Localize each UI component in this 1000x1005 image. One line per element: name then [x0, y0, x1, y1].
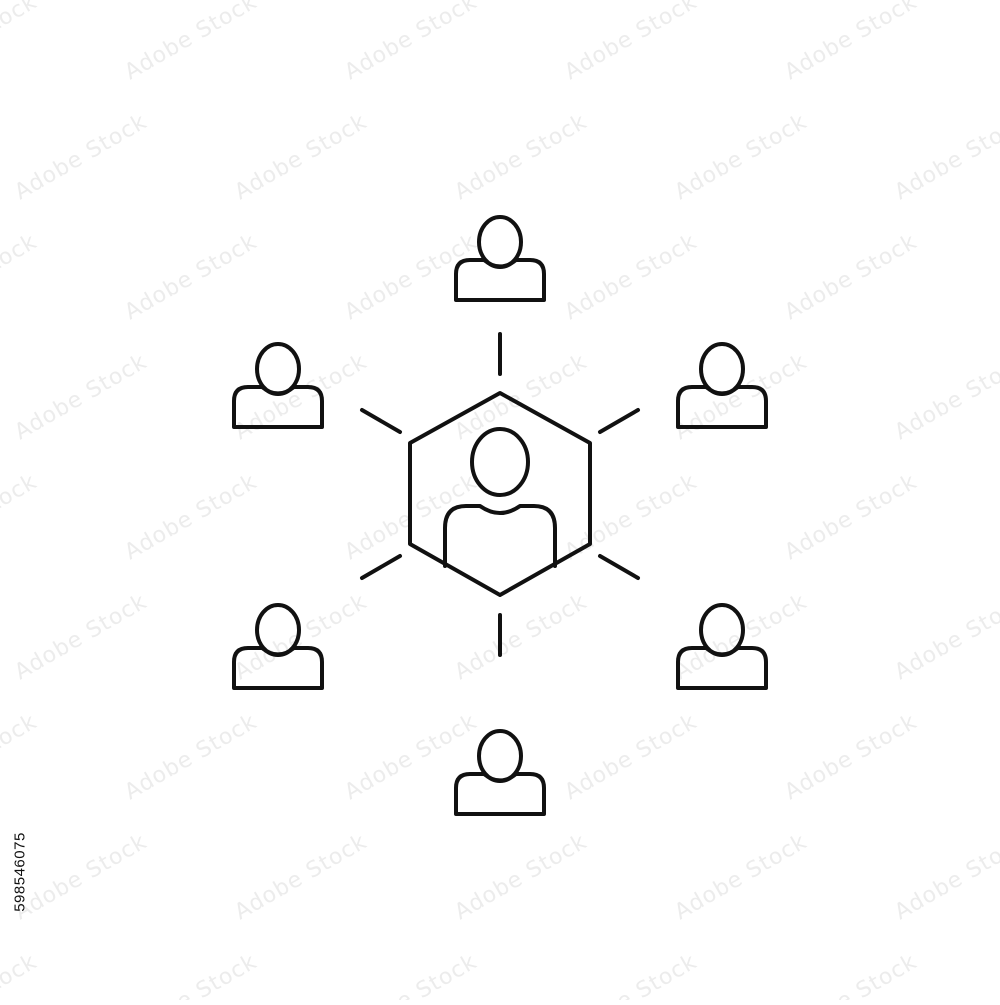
center-person-head [472, 429, 528, 495]
watermark-text: Adobe Stock [891, 109, 1000, 205]
watermark-text: Adobe Stock [341, 709, 482, 805]
watermark-text: Adobe Stock [231, 589, 372, 685]
watermark-text: Adobe Stock [451, 109, 592, 205]
connector-line-upper-left [362, 410, 400, 432]
watermark-text: Adobe Stock [0, 469, 42, 565]
watermark-text: Adobe Stock [561, 0, 702, 85]
watermark-text: Adobe Stock [891, 349, 1000, 445]
watermark-text: Adobe Stock [11, 349, 152, 445]
watermark-text: Adobe Stock [121, 0, 262, 85]
watermark-text: Adobe Stock [341, 0, 482, 85]
watermark-text: Adobe Stock [231, 829, 372, 925]
person-icon-top [456, 217, 544, 300]
watermark-text: Adobe Stock [121, 229, 262, 325]
watermark-text: Adobe Stock [781, 709, 922, 805]
watermark-text: Adobe Stock [121, 949, 262, 1000]
watermark-text: Adobe Stock [11, 829, 152, 925]
watermark-text: Adobe Stock [561, 949, 702, 1000]
watermark-text: Adobe Stock [341, 949, 482, 1000]
center-person-body [445, 506, 555, 566]
watermark-text: Adobe Stock [781, 949, 922, 1000]
watermark-text: Adobe Stock [561, 229, 702, 325]
watermark-text: Adobe Stock [231, 109, 372, 205]
watermark-text: Adobe Stock [121, 709, 262, 805]
watermark-text: Adobe Stock [11, 109, 152, 205]
watermark-text: Adobe Stock [451, 589, 592, 685]
watermark-text: Adobe Stock [231, 349, 372, 445]
watermark-text: Adobe Stock [891, 829, 1000, 925]
stock-id-text: 598546075 [12, 832, 29, 912]
person-icon-bottom [456, 731, 544, 814]
watermark-text: Adobe Stock [781, 229, 922, 325]
watermark-text: Adobe Stock [671, 109, 812, 205]
watermark-text: Adobe Stock [121, 469, 262, 565]
connector-line-lower-right [600, 556, 638, 578]
watermark-text: Adobe Stock [781, 469, 922, 565]
watermark-text: Adobe Stock [0, 0, 42, 85]
stock-id-label: 598546075 [10, 762, 30, 982]
watermark-text: Adobe Stock [561, 709, 702, 805]
watermark-text: Adobe Stock [781, 0, 922, 85]
connector-line-upper-right [600, 410, 638, 432]
watermark-text: Adobe Stock [671, 829, 812, 925]
watermark-text: Adobe Stock [891, 589, 1000, 685]
watermark-text: Adobe Stock [11, 589, 152, 685]
connector-line-lower-left [362, 556, 400, 578]
watermark-text: Adobe Stock [0, 229, 42, 325]
watermark-text: Adobe Stock [451, 829, 592, 925]
watermark-text: Adobe Stock [341, 229, 482, 325]
